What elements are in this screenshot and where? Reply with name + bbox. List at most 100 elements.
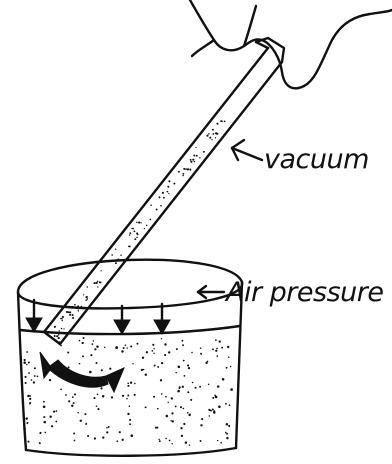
stipple-dot	[26, 351, 28, 353]
stipple-dot	[129, 423, 131, 425]
stipple-dot	[172, 443, 173, 444]
stipple-dot	[62, 318, 63, 319]
stipple-dot	[184, 168, 186, 170]
stipple-dot	[115, 262, 117, 264]
stipple-dot	[120, 254, 121, 255]
stipple-dot	[85, 296, 86, 297]
stipple-dot	[229, 404, 231, 406]
stipple-dot	[173, 183, 175, 185]
stipple-dot	[127, 394, 129, 396]
stipple-dot	[214, 395, 216, 397]
stipple-dot	[82, 342, 84, 344]
stipple-dot	[192, 159, 194, 161]
stipple-dot	[100, 281, 102, 283]
stipple-dot	[56, 410, 58, 412]
stipple-dot	[212, 409, 214, 411]
stipple-dot	[226, 437, 228, 439]
stipple-dot	[115, 346, 117, 348]
stipple-dot	[73, 433, 75, 435]
stipple-dot	[169, 440, 171, 442]
stipple-dot	[175, 372, 176, 373]
stipple-dot	[111, 396, 113, 398]
stipple-dot	[28, 361, 30, 363]
stipple-dot	[106, 431, 108, 433]
stipple-dot	[175, 405, 177, 407]
stipple-dot	[39, 442, 41, 444]
stipple-dot	[23, 361, 26, 364]
stipple-dot	[160, 205, 162, 207]
stipple-dot	[39, 432, 41, 434]
stipple-dot	[102, 395, 104, 397]
stipple-dot	[178, 171, 180, 173]
stipple-dot	[63, 328, 64, 329]
flow-curved-arrow-icon	[40, 352, 124, 392]
stipple-dot	[155, 427, 157, 429]
stipple-dot	[222, 121, 223, 122]
stipple-dot	[225, 403, 227, 405]
stipple-dot	[194, 161, 195, 162]
stipple-dot	[195, 147, 196, 148]
stipple-dot	[163, 197, 165, 199]
stipple-dot	[34, 367, 36, 369]
stipple-dot	[216, 123, 218, 125]
stipple-dot	[108, 426, 110, 428]
stipple-dot	[101, 270, 102, 271]
stipple-dot	[97, 408, 99, 410]
stipple-dot	[49, 379, 51, 381]
stipple-dot	[129, 246, 131, 248]
stipple-dot	[213, 411, 215, 413]
stipple-dot	[216, 355, 218, 357]
stipple-dot	[136, 237, 138, 239]
stipple-dot	[190, 169, 191, 170]
stipple-dot	[172, 420, 174, 422]
stipple-dot	[179, 387, 181, 389]
stipple-dot	[122, 395, 124, 397]
stipple-dot	[26, 423, 27, 424]
stipple-dot	[72, 314, 74, 316]
stipple-dot	[59, 330, 60, 331]
stipple-dot	[87, 435, 89, 437]
stipple-dot	[184, 375, 186, 377]
stipple-dot	[83, 294, 84, 295]
stipple-dot	[51, 425, 53, 427]
stipple-dot	[26, 364, 28, 366]
stipple-dot	[134, 238, 136, 240]
stipple-dot	[219, 340, 221, 342]
stipple-dot	[142, 357, 144, 359]
stipple-dot	[96, 345, 99, 348]
stipple-dot	[62, 320, 63, 321]
vacuum-label: vacuum	[264, 144, 369, 175]
stipple-dot	[216, 348, 218, 350]
stipple-dot	[215, 339, 217, 341]
stipple-dot	[92, 343, 94, 345]
stipple-dot	[123, 347, 125, 349]
stipple-dot	[109, 368, 111, 370]
stipple-dot	[104, 347, 106, 349]
stipple-dot	[185, 441, 187, 443]
stipple-dot	[209, 137, 211, 139]
stipple-dot	[183, 423, 185, 425]
stipple-dot	[61, 328, 62, 329]
stipple-dot	[54, 326, 56, 328]
stipple-dot	[187, 391, 189, 393]
stipple-dot	[200, 353, 202, 355]
stipple-dot	[158, 439, 160, 441]
stipple-dot	[159, 440, 161, 442]
stipple-dot	[171, 412, 173, 414]
stipple-dot	[31, 379, 33, 381]
stipple-dot	[167, 186, 169, 188]
stipple-dot	[157, 366, 159, 368]
stipple-dot	[115, 249, 116, 250]
stipple-dot	[190, 399, 192, 401]
stipple-dot	[177, 390, 180, 393]
stipple-dot	[168, 351, 170, 353]
stipple-dot	[199, 386, 201, 388]
stipple-dot	[161, 393, 163, 395]
stipple-dot	[83, 337, 85, 339]
stipple-dot	[72, 317, 74, 319]
stipple-dot	[122, 439, 124, 441]
stipple-dot	[80, 420, 82, 422]
stipple-dot	[127, 347, 128, 348]
stipple-dot	[130, 382, 132, 384]
stipple-dot	[44, 432, 46, 434]
